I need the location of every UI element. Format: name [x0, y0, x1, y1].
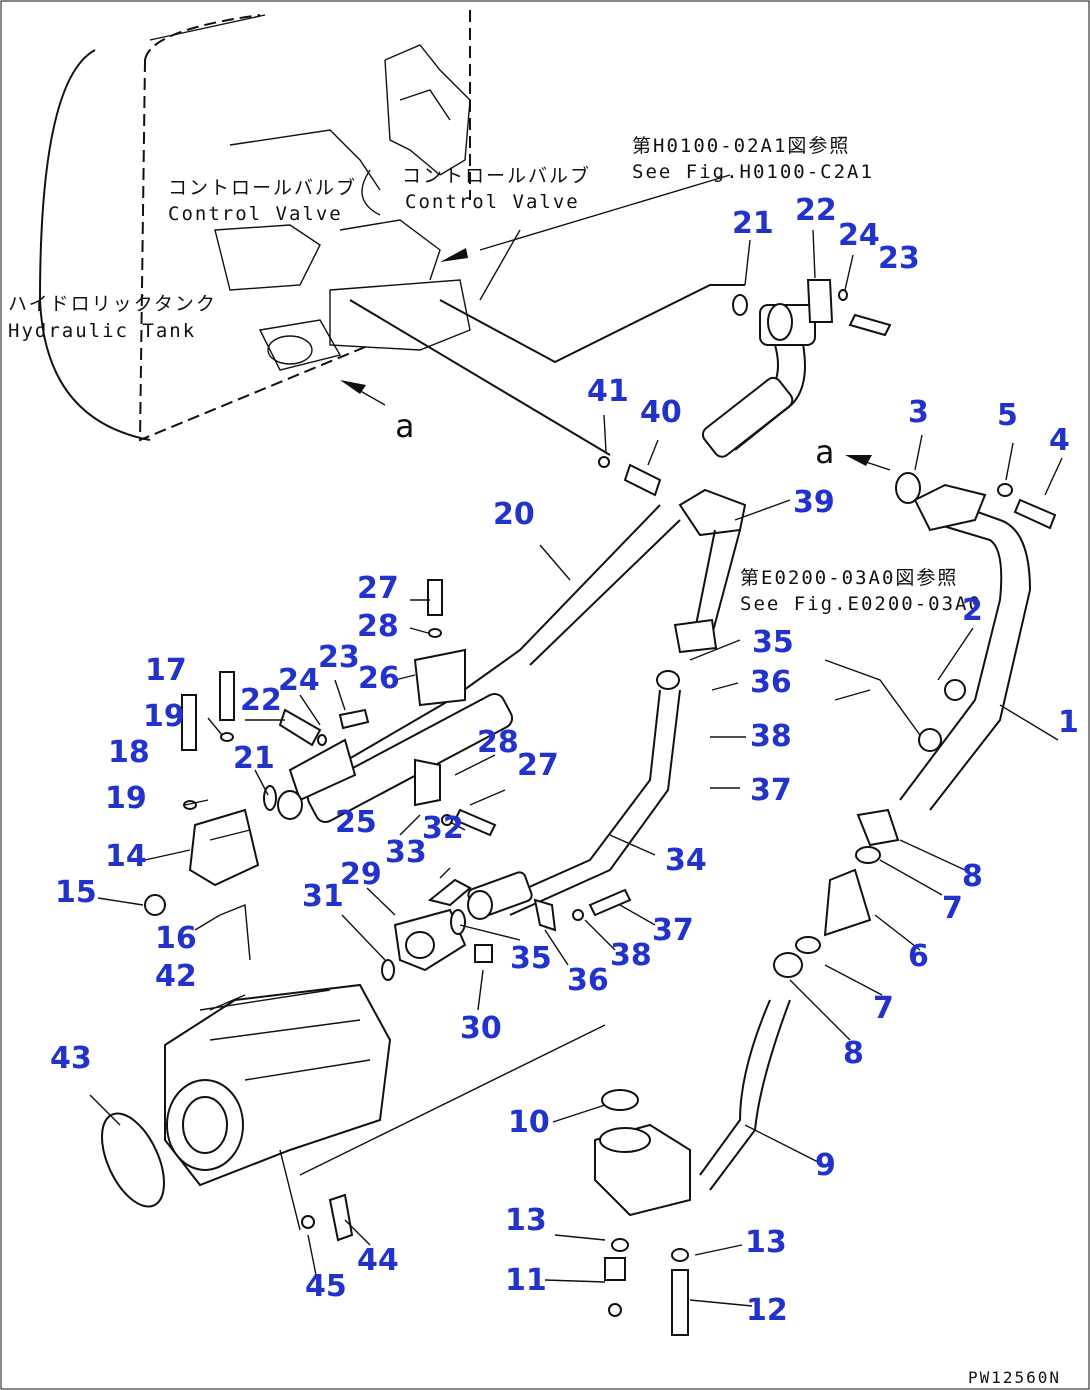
callout-35a: 35 — [752, 625, 794, 660]
callout-7a: 7 — [942, 891, 963, 926]
callout-2: 2 — [962, 593, 983, 628]
block-14 — [144, 671, 260, 961]
callout-23a: 23 — [878, 241, 920, 276]
callout-24a: 24 — [838, 218, 880, 253]
callout-39: 39 — [793, 485, 835, 520]
callout-38b: 38 — [610, 938, 652, 973]
fig-ref1-en: See Fig.H0100-C2A1 — [632, 161, 874, 183]
callout-4: 4 — [1049, 423, 1070, 458]
callout-20: 20 — [493, 497, 535, 532]
flange-29 — [381, 878, 632, 981]
callout-34: 34 — [665, 843, 707, 878]
callout-9: 9 — [815, 1148, 836, 1183]
callout-5: 5 — [997, 398, 1018, 433]
callout-22a: 22 — [795, 193, 837, 228]
callout-21b: 21 — [233, 741, 275, 776]
callout-32: 32 — [422, 811, 464, 846]
callout-19a: 19 — [143, 699, 185, 734]
callout-40: 40 — [640, 395, 682, 430]
callout-22b: 22 — [240, 683, 282, 718]
callout-27b: 27 — [517, 748, 559, 783]
callout-14: 14 — [105, 839, 147, 874]
control-valve2-jp: コントロールバルブ — [402, 164, 591, 187]
control-valve-jp: コントロールバルブ — [168, 176, 357, 199]
callout-27a: 27 — [357, 571, 399, 606]
drawing-code: PW12560N — [968, 1368, 1061, 1387]
callout-21a: 21 — [732, 206, 774, 241]
callout-18: 18 — [108, 735, 150, 770]
hose-20 — [306, 284, 816, 824]
fig-ref2-en: See Fig.E0200-03A0 — [740, 593, 982, 615]
control-valve-en: Control Valve — [168, 203, 343, 225]
fig-ref1-jp: 第H0100-02A1図参照 — [632, 135, 850, 157]
pump-42 — [164, 983, 606, 1231]
reference-texts: コントロールバルブ Control Valve コントロールバルブ Contro… — [8, 135, 1061, 1387]
clamps-bolts — [263, 279, 892, 837]
callout-13a: 13 — [505, 1203, 547, 1238]
pipe-1 — [824, 472, 1057, 811]
callout-17: 17 — [145, 653, 187, 688]
callout-29: 29 — [340, 857, 382, 892]
callout-44: 44 — [357, 1243, 399, 1278]
elbow-39 — [673, 488, 747, 654]
o-ring-43 — [101, 1112, 165, 1208]
callout-36b: 36 — [567, 963, 609, 998]
callout-42: 42 — [155, 959, 197, 994]
callout-45: 45 — [305, 1269, 347, 1304]
fig-ref2-jp: 第E0200-03A0図参照 — [740, 567, 958, 589]
callout-11: 11 — [505, 1263, 547, 1298]
callout-8a: 8 — [962, 859, 983, 894]
callout-41: 41 — [587, 374, 629, 409]
callout-25: 25 — [335, 805, 377, 840]
callout-37a: 37 — [750, 773, 792, 808]
hydraulic-tank-en: Hydraulic Tank — [8, 320, 196, 342]
callout-37b: 37 — [652, 913, 694, 948]
callout-28b: 28 — [477, 725, 519, 760]
control-valve-assembly — [214, 44, 521, 371]
callout-19b: 19 — [105, 781, 147, 816]
pipe-9 — [594, 808, 900, 1336]
arrow-label-a1: a — [395, 407, 416, 445]
callout-30: 30 — [460, 1011, 502, 1046]
callout-1: 1 — [1058, 705, 1079, 740]
callout-26: 26 — [358, 661, 400, 696]
callout-8b: 8 — [843, 1036, 864, 1071]
hose-34 — [467, 670, 681, 920]
hydraulic-tank-jp: ハイドロリックタンク — [8, 293, 217, 315]
callout-15: 15 — [55, 875, 97, 910]
callout-6: 6 — [908, 939, 929, 974]
callout-13b: 13 — [745, 1225, 787, 1260]
control-valve2-en: Control Valve — [405, 191, 580, 213]
callout-3: 3 — [908, 395, 929, 430]
callout-43: 43 — [50, 1041, 92, 1076]
callout-10: 10 — [508, 1105, 550, 1140]
callout-16: 16 — [155, 921, 197, 956]
leader-lines — [89, 229, 1063, 1307]
callout-33: 33 — [385, 835, 427, 870]
bolt-44-45 — [301, 1193, 354, 1242]
part-callouts: 1 2 3 4 5 6 7 7 8 8 9 10 11 12 13 13 14 … — [50, 193, 1079, 1328]
callout-36a: 36 — [750, 665, 792, 700]
callout-23b: 23 — [318, 640, 360, 675]
callout-31: 31 — [302, 879, 344, 914]
callout-24b: 24 — [278, 663, 320, 698]
callout-28a: 28 — [357, 609, 399, 644]
callout-38a: 38 — [750, 719, 792, 754]
callout-7b: 7 — [873, 991, 894, 1026]
callout-12: 12 — [746, 1293, 788, 1328]
arrow-label-a2: a — [815, 433, 836, 471]
callout-35b: 35 — [510, 941, 552, 976]
reference-leaders — [340, 174, 891, 471]
